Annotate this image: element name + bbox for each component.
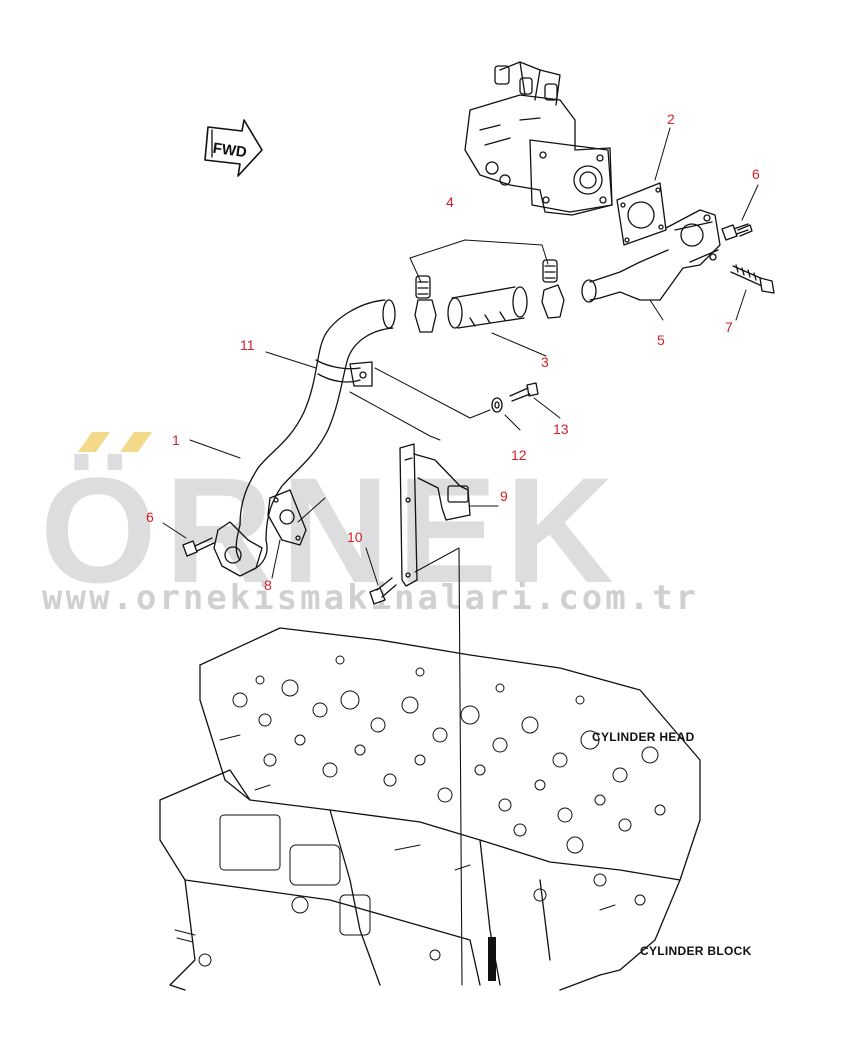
bolt-7 — [730, 264, 775, 294]
bolt-6-left — [182, 537, 215, 557]
washer-12 — [491, 397, 503, 413]
callout-13: 13 — [553, 421, 569, 437]
fwd-arrow: FWD — [204, 119, 263, 177]
callout-11: 11 — [240, 337, 255, 353]
label-cylinder-block: CYLINDER BLOCK — [640, 944, 752, 958]
clip-11 — [315, 359, 373, 387]
bolt-13 — [509, 382, 539, 402]
callout-12: 12 — [511, 447, 527, 463]
bracket-9 — [399, 443, 471, 587]
callout-8: 8 — [264, 577, 272, 593]
callout-2: 2 — [667, 111, 675, 127]
hose-clamp-right — [541, 259, 565, 319]
callout-5: 5 — [657, 332, 665, 348]
callout-6-left: 6 — [146, 509, 154, 525]
callout-9: 9 — [500, 488, 508, 504]
callout-3: 3 — [541, 354, 549, 370]
bolt-10 — [369, 577, 397, 605]
engine-assembly — [159, 547, 701, 991]
gasket-8 — [267, 489, 307, 546]
callout-4: 4 — [446, 194, 454, 210]
bypass-tube-1 — [213, 299, 396, 577]
bolt-6-top — [721, 223, 753, 241]
callout-7: 7 — [725, 319, 733, 335]
callout-10: 10 — [347, 529, 363, 545]
hose-clamp-left — [414, 275, 437, 333]
gasket-2 — [616, 182, 667, 246]
callout-6-top: 6 — [752, 166, 760, 182]
label-cylinder-head: CYLINDER HEAD — [592, 730, 695, 744]
fwd-arrow-text: FWD — [212, 140, 248, 162]
thermostat-housing — [464, 61, 613, 216]
leader-lines — [162, 127, 759, 586]
callout-1: 1 — [172, 432, 180, 448]
hose-3 — [447, 286, 528, 329]
outlet-elbow-5 — [581, 209, 721, 303]
